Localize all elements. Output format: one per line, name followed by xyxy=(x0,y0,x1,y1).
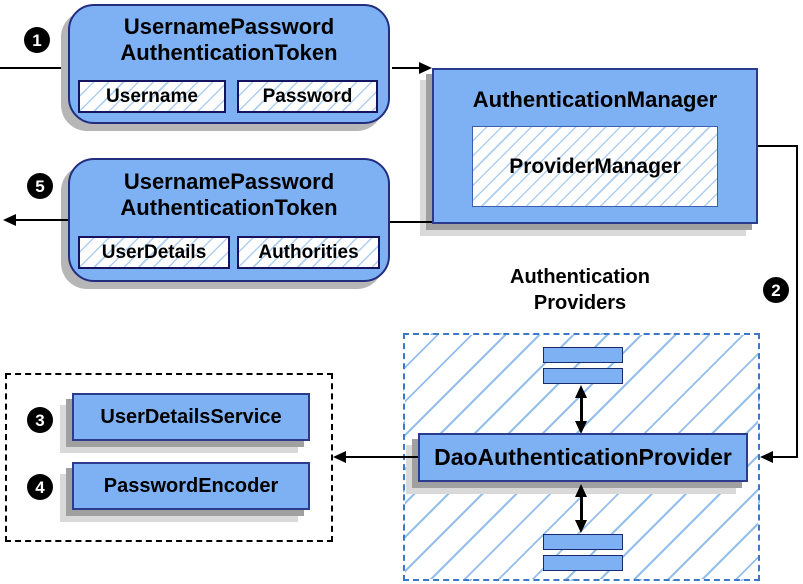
step-2-badge: 2 xyxy=(763,277,789,303)
connector-into-dao xyxy=(772,456,798,458)
step-1-number: 1 xyxy=(32,30,42,50)
password-encoder-node: PasswordEncoder xyxy=(72,462,310,510)
step-1-badge: 1 xyxy=(24,27,50,53)
connector-response-out xyxy=(14,219,68,221)
user-details-service-label: UserDetailsService xyxy=(100,405,282,428)
arrowhead-right-icon xyxy=(419,62,432,74)
services-area xyxy=(5,373,333,542)
dao-authentication-provider-label: DaoAuthenticationProvider xyxy=(434,444,732,470)
provider-manager-node: ProviderManager xyxy=(472,126,718,207)
response-token-node: UsernamePassword AuthenticationToken Use… xyxy=(68,158,390,282)
arrowhead-up-icon xyxy=(575,385,587,398)
connector-manager-to-response xyxy=(390,221,432,223)
request-token-title: UsernamePassword AuthenticationToken xyxy=(70,14,388,66)
username-field-label: Username xyxy=(106,85,198,107)
password-encoder-label: PasswordEncoder xyxy=(103,474,279,497)
step-5-number: 5 xyxy=(35,176,45,196)
arrowhead-up-icon xyxy=(575,484,587,497)
arrowhead-left-icon xyxy=(333,451,346,463)
arrowhead-left-icon xyxy=(3,214,16,226)
connector-request-to-manager xyxy=(392,67,422,69)
request-token-title-line1: UsernamePassword xyxy=(123,14,335,39)
password-field: Password xyxy=(237,80,378,113)
connector-manager-right-v xyxy=(796,145,798,457)
authentication-manager-node: AuthenticationManager ProviderManager xyxy=(432,68,758,224)
user-details-service-node: UserDetailsService xyxy=(72,393,310,441)
provider-stack-bar xyxy=(543,368,623,384)
step-2-number: 2 xyxy=(771,280,781,300)
provider-stack-bar xyxy=(543,534,623,550)
dao-authentication-provider-node: DaoAuthenticationProvider xyxy=(418,433,748,482)
password-field-label: Password xyxy=(262,85,353,107)
request-token-fields: Username Password xyxy=(78,80,378,113)
step-4-number: 4 xyxy=(35,477,45,497)
request-token-title-line2: AuthenticationToken xyxy=(120,40,338,65)
authentication-providers-label-line1: Authentication xyxy=(510,266,650,288)
authentication-manager-title: AuthenticationManager xyxy=(472,87,718,112)
arrowhead-left-icon xyxy=(760,451,773,463)
response-token-title-line1: UsernamePassword xyxy=(123,169,335,194)
step-3-badge: 3 xyxy=(27,407,53,433)
arrowhead-down-icon xyxy=(575,520,587,533)
username-field: Username xyxy=(78,80,226,113)
double-arrow-bottom-line xyxy=(580,490,583,526)
authentication-providers-label: Authentication Providers xyxy=(430,264,730,316)
authentication-providers-label-line2: Providers xyxy=(533,292,627,314)
provider-manager-label: ProviderManager xyxy=(509,154,681,178)
response-token-title: UsernamePassword AuthenticationToken xyxy=(70,169,388,221)
provider-stack-bar xyxy=(543,347,623,363)
step-5-badge: 5 xyxy=(27,173,53,199)
userdetails-field-label: UserDetails xyxy=(101,241,207,263)
step-4-badge: 4 xyxy=(27,474,53,500)
arrowhead-down-icon xyxy=(575,421,587,434)
step-3-number: 3 xyxy=(35,410,45,430)
double-arrow-top-line xyxy=(580,392,583,428)
authorities-field: Authorities xyxy=(237,236,380,269)
authorities-field-label: Authorities xyxy=(258,241,359,263)
userdetails-field: UserDetails xyxy=(78,236,230,269)
provider-stack-bar xyxy=(543,555,623,571)
connector-dao-to-services xyxy=(345,456,418,458)
response-token-title-line2: AuthenticationToken xyxy=(120,195,338,220)
response-token-fields: UserDetails Authorities xyxy=(78,236,380,269)
connector-manager-right-h xyxy=(758,145,798,147)
request-token-node: UsernamePassword AuthenticationToken Use… xyxy=(68,4,390,124)
connector-incoming-request xyxy=(0,67,68,69)
